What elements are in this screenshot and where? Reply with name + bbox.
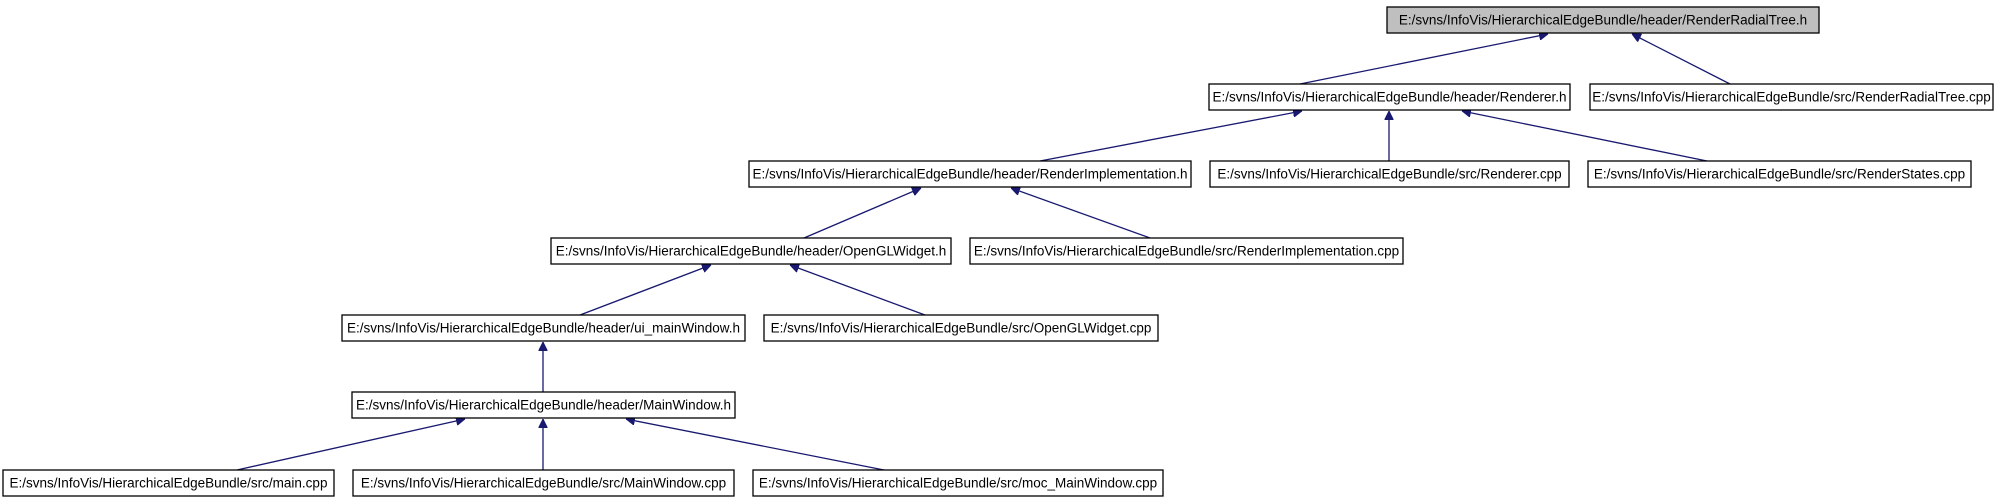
node-label: E:/svns/InfoVis/HierarchicalEdgeBundle/s…: [1594, 167, 1965, 182]
edge-moc_main_window_cpp-to-main_window_h: [626, 419, 885, 471]
node-label: E:/svns/InfoVis/HierarchicalEdgeBundle/h…: [356, 398, 731, 413]
node-ui-main-window-h[interactable]: E:/svns/InfoVis/HierarchicalEdgeBundle/h…: [341, 314, 746, 342]
node-label: E:/svns/InfoVis/HierarchicalEdgeBundle/h…: [556, 244, 946, 259]
node-opengl-widget-cpp[interactable]: E:/svns/InfoVis/HierarchicalEdgeBundle/s…: [763, 314, 1159, 342]
node-opengl-widget-h[interactable]: E:/svns/InfoVis/HierarchicalEdgeBundle/h…: [550, 237, 952, 265]
node-label: E:/svns/InfoVis/HierarchicalEdgeBundle/s…: [1217, 167, 1561, 182]
edge-main_cpp-to-main_window_h: [236, 419, 465, 471]
node-label: E:/svns/InfoVis/HierarchicalEdgeBundle/s…: [974, 244, 1399, 259]
node-renderer-h[interactable]: E:/svns/InfoVis/HierarchicalEdgeBundle/h…: [1208, 83, 1571, 111]
node-render-radial-tree-h[interactable]: E:/svns/InfoVis/HierarchicalEdgeBundle/h…: [1386, 6, 1820, 34]
node-label: E:/svns/InfoVis/HierarchicalEdgeBundle/s…: [759, 476, 1157, 491]
edge-render_states_cpp-to-renderer_h: [1462, 111, 1708, 162]
edge-opengl_widget_h-to-render_implementation_h: [803, 188, 921, 239]
edges-layer: [236, 33, 1731, 471]
edge-render_implementation_h-to-renderer_h: [1039, 111, 1302, 162]
node-main-cpp[interactable]: E:/svns/InfoVis/HierarchicalEdgeBundle/s…: [2, 469, 335, 497]
node-label: E:/svns/InfoVis/HierarchicalEdgeBundle/s…: [10, 476, 328, 491]
node-label: E:/svns/InfoVis/HierarchicalEdgeBundle/s…: [361, 476, 726, 491]
edge-opengl_widget_cpp-to-opengl_widget_h: [790, 265, 926, 316]
node-label: E:/svns/InfoVis/HierarchicalEdgeBundle/s…: [771, 321, 1152, 336]
node-render-implementation-h[interactable]: E:/svns/InfoVis/HierarchicalEdgeBundle/h…: [748, 160, 1192, 188]
nodes-layer: E:/svns/InfoVis/HierarchicalEdgeBundle/h…: [2, 6, 1994, 497]
node-label: E:/svns/InfoVis/HierarchicalEdgeBundle/h…: [347, 321, 740, 336]
node-moc-main-window-cpp[interactable]: E:/svns/InfoVis/HierarchicalEdgeBundle/s…: [752, 469, 1164, 497]
node-label: E:/svns/InfoVis/HierarchicalEdgeBundle/h…: [753, 167, 1188, 182]
node-render-implementation-cpp[interactable]: E:/svns/InfoVis/HierarchicalEdgeBundle/s…: [969, 237, 1404, 265]
node-renderer-cpp[interactable]: E:/svns/InfoVis/HierarchicalEdgeBundle/s…: [1209, 160, 1570, 188]
edge-render_implementation_cpp-to-render_implementation_h: [1011, 188, 1151, 239]
edge-ui_main_window_h-to-opengl_widget_h: [579, 265, 711, 316]
node-main-window-cpp[interactable]: E:/svns/InfoVis/HierarchicalEdgeBundle/s…: [352, 469, 735, 497]
node-label: E:/svns/InfoVis/HierarchicalEdgeBundle/h…: [1213, 90, 1567, 105]
node-label: E:/svns/InfoVis/HierarchicalEdgeBundle/h…: [1399, 13, 1807, 28]
node-render-states-cpp[interactable]: E:/svns/InfoVis/HierarchicalEdgeBundle/s…: [1587, 160, 1972, 188]
node-main-window-h[interactable]: E:/svns/InfoVis/HierarchicalEdgeBundle/h…: [351, 391, 736, 419]
edge-renderer_h-to-render_radial_tree_h: [1299, 34, 1548, 85]
node-render-radial-tree-cpp[interactable]: E:/svns/InfoVis/HierarchicalEdgeBundle/s…: [1589, 83, 1994, 111]
node-label: E:/svns/InfoVis/HierarchicalEdgeBundle/s…: [1592, 90, 1990, 105]
edge-render_radial_tree_cpp-to-render_radial_tree_h: [1632, 33, 1731, 85]
